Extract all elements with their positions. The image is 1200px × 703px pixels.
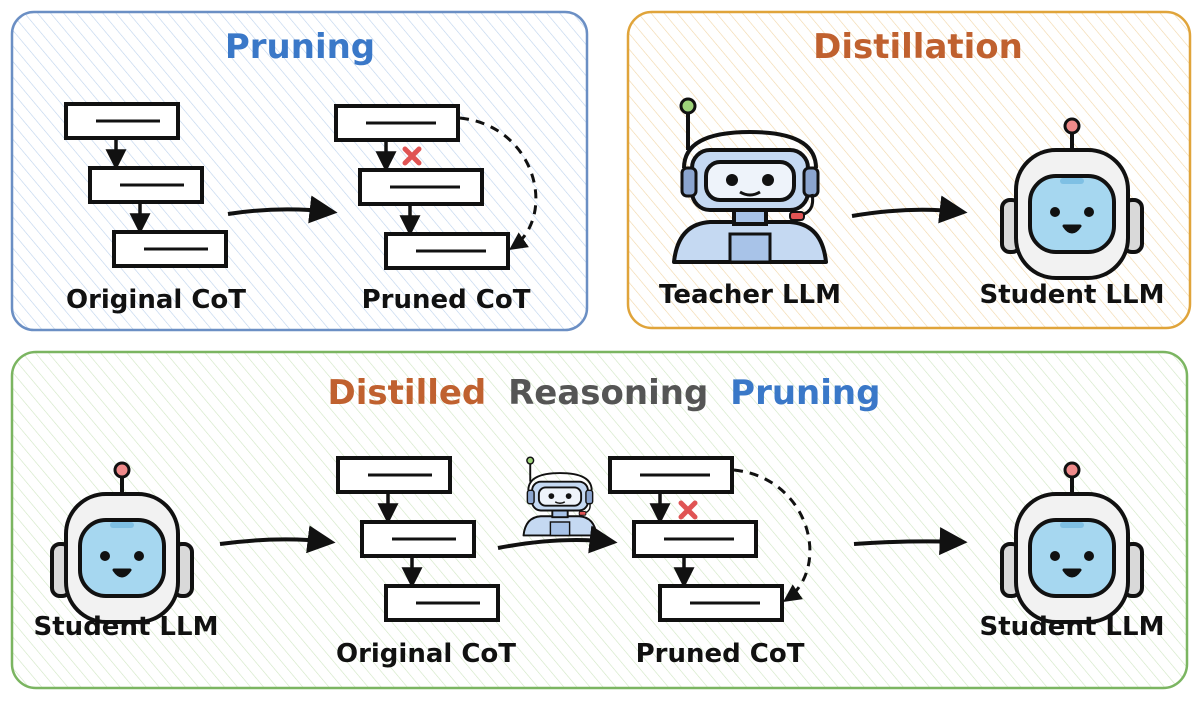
distillation-student-llm-label: Student LLM xyxy=(980,280,1165,310)
drp-title-pruning: Pruning xyxy=(730,373,880,413)
drp-arrow-1 xyxy=(219,525,336,554)
drp-student-out-label: Student LLM xyxy=(980,612,1165,642)
drp-arrow-2 xyxy=(497,525,618,554)
drp-original-cot-label: Original CoT xyxy=(336,639,516,669)
drp-panel: Distilled Reasoning Pruning Student LLM … xyxy=(10,350,1189,690)
distillation-arrow xyxy=(851,195,968,224)
drp-title: Distilled Reasoning Pruning xyxy=(328,373,881,413)
pruning-panel: Pruning Original CoT Pruned CoT xyxy=(10,10,589,332)
distillation-title: Distillation xyxy=(813,27,1023,67)
drp-title-reasoning: Reasoning xyxy=(508,373,708,413)
drp-panel-frame xyxy=(10,350,1189,690)
distillation-panel: Distillation Teacher LLM Student LLM xyxy=(626,10,1192,330)
drp-arrow-3 xyxy=(853,527,968,556)
pruning-pruned-cot-label: Pruned CoT xyxy=(362,285,531,315)
drp-title-distilled: Distilled xyxy=(328,373,487,413)
pruning-original-cot-label: Original CoT xyxy=(66,285,246,315)
pruning-title: Pruning xyxy=(225,27,375,67)
drp-pruned-cot-label: Pruned CoT xyxy=(636,639,805,669)
teacher-llm-label: Teacher LLM xyxy=(659,280,841,310)
pruning-arrow xyxy=(227,195,338,224)
drp-student-in-label: Student LLM xyxy=(34,612,219,642)
